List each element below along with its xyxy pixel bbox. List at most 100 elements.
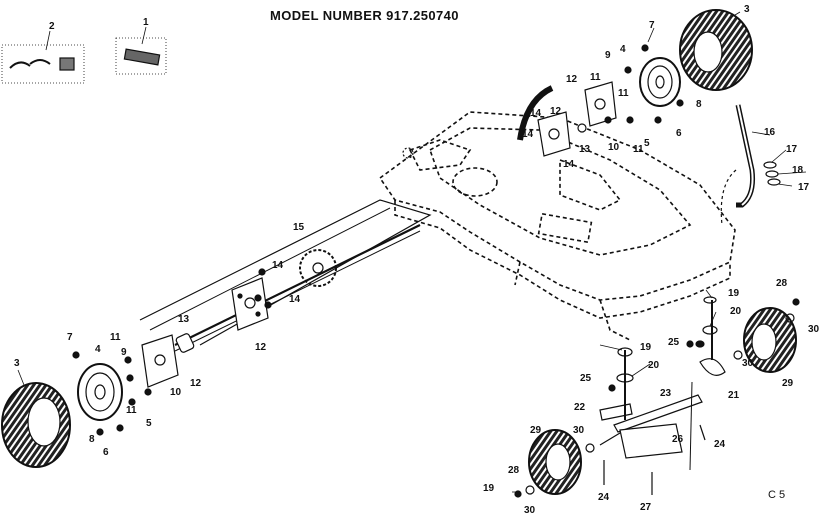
callout-19: 19	[483, 483, 495, 494]
callout-26: 26	[672, 434, 684, 445]
callout-30: 30	[573, 425, 585, 436]
callout-16: 16	[764, 127, 776, 138]
callout-23: 23	[660, 388, 672, 399]
callout-28: 28	[776, 278, 788, 289]
bolt-icon	[686, 340, 694, 348]
callout-25: 25	[668, 337, 680, 348]
bolt-icon	[626, 116, 634, 124]
steering-rod-icon	[720, 104, 755, 226]
callout-12: 12	[190, 378, 202, 389]
rear-axle-assembly	[139, 199, 432, 352]
callout-29: 29	[782, 378, 794, 389]
chassis-frame	[378, 111, 736, 341]
callout-30: 30	[808, 324, 820, 335]
nut-icon	[676, 99, 684, 107]
nut-icon	[514, 490, 522, 498]
callout-30: 30	[524, 505, 536, 516]
callout-5: 5	[146, 418, 152, 429]
washer-icon	[767, 178, 781, 186]
bushing-icon	[175, 333, 195, 353]
bushing-icon	[577, 123, 587, 133]
callout-3: 3	[14, 358, 20, 369]
nut-icon	[264, 301, 272, 309]
callout-21: 21	[728, 390, 740, 401]
callout-11: 11	[633, 144, 644, 155]
callout-1: 1	[143, 17, 149, 28]
callout-15: 15	[293, 222, 305, 233]
bearing-plate-icon	[231, 277, 269, 331]
right-spindle-icon	[695, 296, 718, 360]
washer-icon	[126, 374, 134, 382]
nut-icon	[116, 424, 124, 432]
callout-20: 20	[648, 360, 660, 371]
left-tire-icon	[1, 382, 71, 468]
callout-30: 30	[742, 358, 754, 369]
callout-25: 25	[580, 373, 592, 384]
sprocket-icon	[299, 249, 337, 287]
callout-labels: 1 2 3 3 4 4 5 5 6 6 7 7 8 8 9 9 10 10 11…	[14, 4, 820, 516]
bearing-icon	[585, 443, 595, 453]
figure-code: C 5	[768, 489, 786, 501]
parts-kit-2-icon	[1, 44, 85, 84]
left-wheel-hub-icon	[77, 363, 123, 421]
nut-icon	[792, 298, 800, 306]
callout-6: 6	[676, 128, 682, 139]
callout-13: 13	[178, 314, 190, 325]
callout-8: 8	[696, 99, 702, 110]
parts-kit-1-icon	[115, 37, 167, 75]
right-bearing-plate-icon	[584, 81, 617, 127]
callout-29: 29	[530, 425, 542, 436]
front-right-wheel-icon	[743, 307, 797, 373]
bracket-plate-icon	[537, 111, 571, 157]
front-left-wheel-icon	[528, 429, 582, 495]
frame-bolt-icon	[402, 147, 414, 159]
callout-14: 14	[530, 108, 542, 119]
nut-icon	[96, 428, 104, 436]
leader-lines	[17, 11, 807, 493]
callout-28: 28	[508, 465, 520, 476]
callout-12: 12	[550, 106, 562, 117]
tie-rod-icon	[613, 381, 703, 471]
callout-22: 22	[574, 402, 586, 413]
washer-icon	[763, 161, 777, 169]
callout-7: 7	[67, 332, 73, 343]
bolt-icon	[699, 424, 706, 441]
callout-11: 11	[126, 405, 137, 416]
callout-14: 14	[563, 159, 575, 170]
callout-4: 4	[95, 344, 101, 355]
washer-icon	[765, 170, 779, 178]
callout-2: 2	[49, 21, 55, 32]
nut-icon	[258, 268, 266, 276]
bolt-icon	[124, 356, 132, 364]
bearing-icon	[733, 350, 743, 360]
nut-icon	[254, 294, 262, 302]
callout-17: 17	[798, 182, 810, 193]
bearing-icon	[525, 485, 535, 495]
callout-12: 12	[566, 74, 578, 85]
bolt-icon	[144, 388, 152, 396]
spindle-icon	[699, 358, 726, 376]
callout-6: 6	[103, 447, 109, 458]
bolt-icon	[641, 44, 649, 52]
right-wheel-hub-icon	[639, 57, 681, 107]
left-bearing-plate-icon	[141, 334, 179, 388]
callout-24: 24	[598, 492, 610, 503]
callout-14: 14	[272, 260, 284, 271]
callout-3: 3	[744, 4, 750, 15]
callout-10: 10	[170, 387, 182, 398]
callout-5: 5	[644, 138, 650, 149]
callout-14: 14	[522, 129, 534, 140]
callout-7: 7	[649, 20, 655, 31]
bolt-icon	[604, 116, 612, 124]
callout-19: 19	[640, 342, 652, 353]
callout-18: 18	[792, 165, 804, 176]
callout-4: 4	[620, 44, 626, 55]
callout-13: 13	[579, 144, 591, 155]
right-tire-icon	[679, 9, 753, 91]
callout-27: 27	[640, 502, 652, 513]
nut-icon	[654, 116, 662, 124]
callout-24: 24	[714, 439, 726, 450]
callout-9: 9	[605, 50, 611, 61]
